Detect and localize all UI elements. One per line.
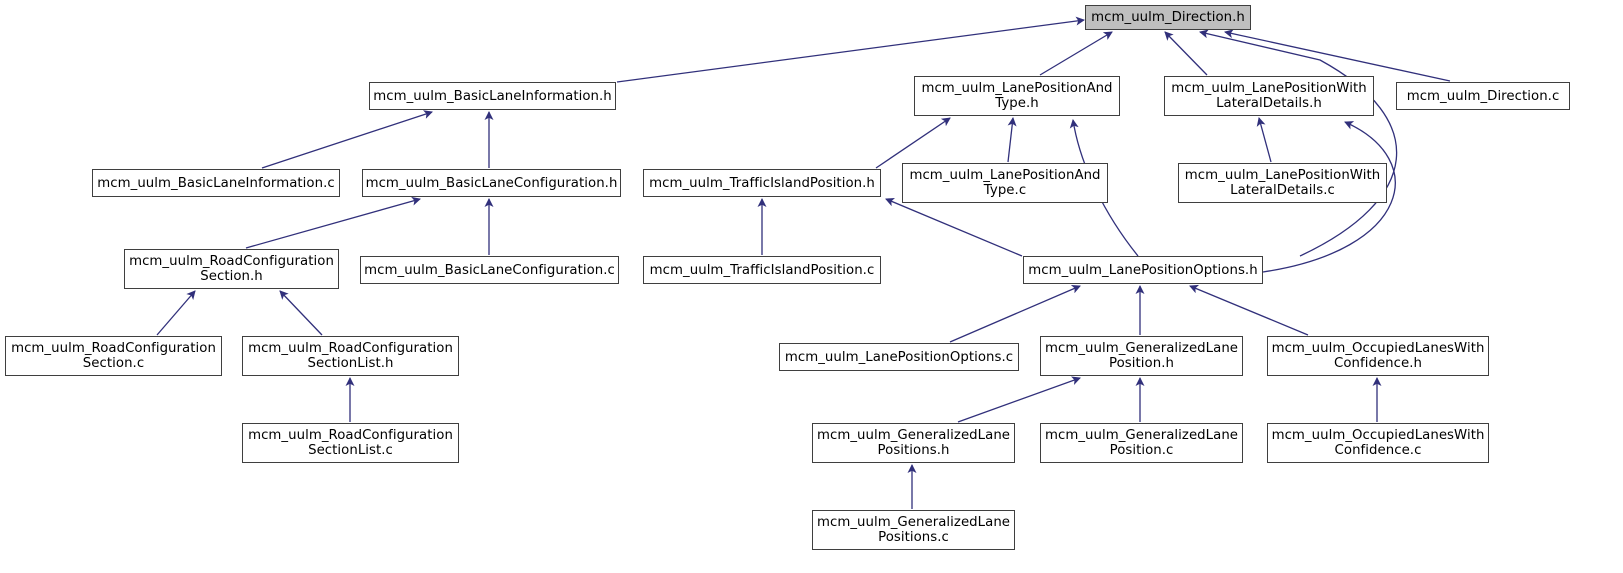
node-lanepositionoptions-h[interactable]: mcm_uulm_LanePositionOptions.h <box>1023 256 1263 284</box>
node-lanepositionwithlateraldetails-h[interactable]: mcm_uulm_LanePositionWith LateralDetails… <box>1164 76 1374 116</box>
node-generalizedlanepositions-h[interactable]: mcm_uulm_GeneralizedLane Positions.h <box>812 423 1015 463</box>
edge-roadconfigurationsection-h-to-basiclaneconfiguration-h <box>245 196 421 249</box>
node-trafficislandposition-h[interactable]: mcm_uulm_TrafficIslandPosition.h <box>643 169 881 197</box>
node-basiclaneconfiguration-h[interactable]: mcm_uulm_BasicLaneConfiguration.h <box>362 169 621 197</box>
node-basiclaneinformation-c[interactable]: mcm_uulm_BasicLaneInformation.c <box>92 169 340 197</box>
node-label: mcm_uulm_TrafficIslandPosition.c <box>649 262 875 278</box>
edge-lanepositionandtype-h-to-direction-h <box>1039 31 1113 76</box>
node-roadconfigurationsectionlist-h[interactable]: mcm_uulm_RoadConfiguration SectionList.h <box>242 336 459 376</box>
node-occupiedlaneswithconfidence-c[interactable]: mcm_uulm_OccupiedLanesWith Confidence.c <box>1267 423 1489 463</box>
edge-lanepositionoptions-h-to-direction-h <box>1199 29 1398 257</box>
node-lanepositionwithlateraldetails-c[interactable]: mcm_uulm_LanePositionWith LateralDetails… <box>1178 163 1387 203</box>
node-label: mcm_uulm_BasicLaneConfiguration.h <box>365 175 618 191</box>
node-label: mcm_uulm_TrafficIslandPosition.h <box>649 175 875 191</box>
node-roadconfigurationsection-c[interactable]: mcm_uulm_RoadConfiguration Section.c <box>5 336 222 376</box>
node-label: mcm_uulm_GeneralizedLane Positions.c <box>816 515 1011 545</box>
edge-direction-c-to-direction-h <box>1224 29 1451 82</box>
node-label: mcm_uulm_BasicLaneInformation.h <box>373 88 612 104</box>
node-label: mcm_uulm_Direction.c <box>1406 88 1560 104</box>
node-lanepositionandtype-h[interactable]: mcm_uulm_LanePositionAnd Type.h <box>914 76 1120 116</box>
edge-roadconfigurationsection-c-to-roadconfigurationsection-h <box>156 290 196 336</box>
node-label: mcm_uulm_OccupiedLanesWith Confidence.c <box>1271 428 1485 458</box>
node-label: mcm_uulm_LanePositionOptions.h <box>1028 262 1258 278</box>
node-label: mcm_uulm_RoadConfiguration Section.h <box>129 254 334 284</box>
node-label: mcm_uulm_GeneralizedLane Position.c <box>1044 428 1239 458</box>
node-label: mcm_uulm_RoadConfiguration SectionList.h <box>248 341 453 371</box>
edge-generalizedlanepositions-h-to-generalizedlaneposition-h <box>957 376 1081 423</box>
edge-lanepositionandtype-c-to-lanepositionandtype-h <box>1007 117 1017 163</box>
node-label: mcm_uulm_RoadConfiguration SectionList.c <box>248 428 453 458</box>
edge-basiclaneinformation-c-to-basiclaneinformation-h <box>261 110 433 169</box>
node-trafficislandposition-c[interactable]: mcm_uulm_TrafficIslandPosition.c <box>643 256 881 284</box>
node-label: mcm_uulm_GeneralizedLane Positions.h <box>816 428 1011 458</box>
node-label: mcm_uulm_LanePositionOptions.c <box>784 349 1014 365</box>
node-generalizedlaneposition-c[interactable]: mcm_uulm_GeneralizedLane Position.c <box>1040 423 1243 463</box>
node-label: mcm_uulm_LanePositionAnd Type.h <box>921 81 1113 111</box>
node-label: mcm_uulm_LanePositionWith LateralDetails… <box>1184 168 1381 198</box>
node-roadconfigurationsection-h[interactable]: mcm_uulm_RoadConfiguration Section.h <box>124 249 339 289</box>
node-label: mcm_uulm_LanePositionAnd Type.c <box>909 168 1101 198</box>
node-generalizedlanepositions-c[interactable]: mcm_uulm_GeneralizedLane Positions.c <box>812 510 1015 550</box>
node-label: mcm_uulm_LanePositionWith LateralDetails… <box>1171 81 1367 111</box>
edge-lanepositionwithlateraldetails-c-to-lanepositionwithlateraldetails-h <box>1256 117 1272 163</box>
node-generalizedlaneposition-h[interactable]: mcm_uulm_GeneralizedLane Position.h <box>1040 336 1243 376</box>
node-label: mcm_uulm_OccupiedLanesWith Confidence.h <box>1271 341 1485 371</box>
node-roadconfigurationsectionlist-c[interactable]: mcm_uulm_RoadConfiguration SectionList.c <box>242 423 459 463</box>
edge-trafficislandposition-h-to-lanepositionandtype-h <box>875 117 951 169</box>
node-direction-h[interactable]: mcm_uulm_Direction.h <box>1085 5 1251 30</box>
node-lanepositionandtype-c[interactable]: mcm_uulm_LanePositionAnd Type.c <box>902 163 1108 203</box>
edge-roadconfigurationsectionlist-h-to-roadconfigurationsection-h <box>279 290 323 336</box>
node-occupiedlaneswithconfidence-h[interactable]: mcm_uulm_OccupiedLanesWith Confidence.h <box>1267 336 1489 376</box>
node-label: mcm_uulm_GeneralizedLane Position.h <box>1044 341 1239 371</box>
node-lanepositionoptions-c[interactable]: mcm_uulm_LanePositionOptions.c <box>779 343 1019 371</box>
edge-lanepositionoptions-c-to-lanepositionoptions-h <box>949 285 1081 343</box>
node-label: mcm_uulm_BasicLaneInformation.c <box>97 175 335 191</box>
node-label: mcm_uulm_RoadConfiguration Section.c <box>11 341 216 371</box>
edge-basiclaneinformation-h-to-direction-h <box>616 16 1085 83</box>
edge-lanepositionwithlateraldetails-h-to-direction-h <box>1164 31 1208 76</box>
node-basiclaneinformation-h[interactable]: mcm_uulm_BasicLaneInformation.h <box>369 82 616 110</box>
edge-occupiedlaneswithconfidence-h-to-lanepositionoptions-h <box>1189 284 1309 336</box>
node-label: mcm_uulm_BasicLaneConfiguration.c <box>364 262 615 278</box>
node-label: mcm_uulm_Direction.h <box>1091 10 1245 25</box>
edge-lanepositionoptions-h-to-trafficislandposition-h <box>885 197 1023 257</box>
node-basiclaneconfiguration-c[interactable]: mcm_uulm_BasicLaneConfiguration.c <box>360 256 619 284</box>
node-direction-c[interactable]: mcm_uulm_Direction.c <box>1396 82 1570 110</box>
